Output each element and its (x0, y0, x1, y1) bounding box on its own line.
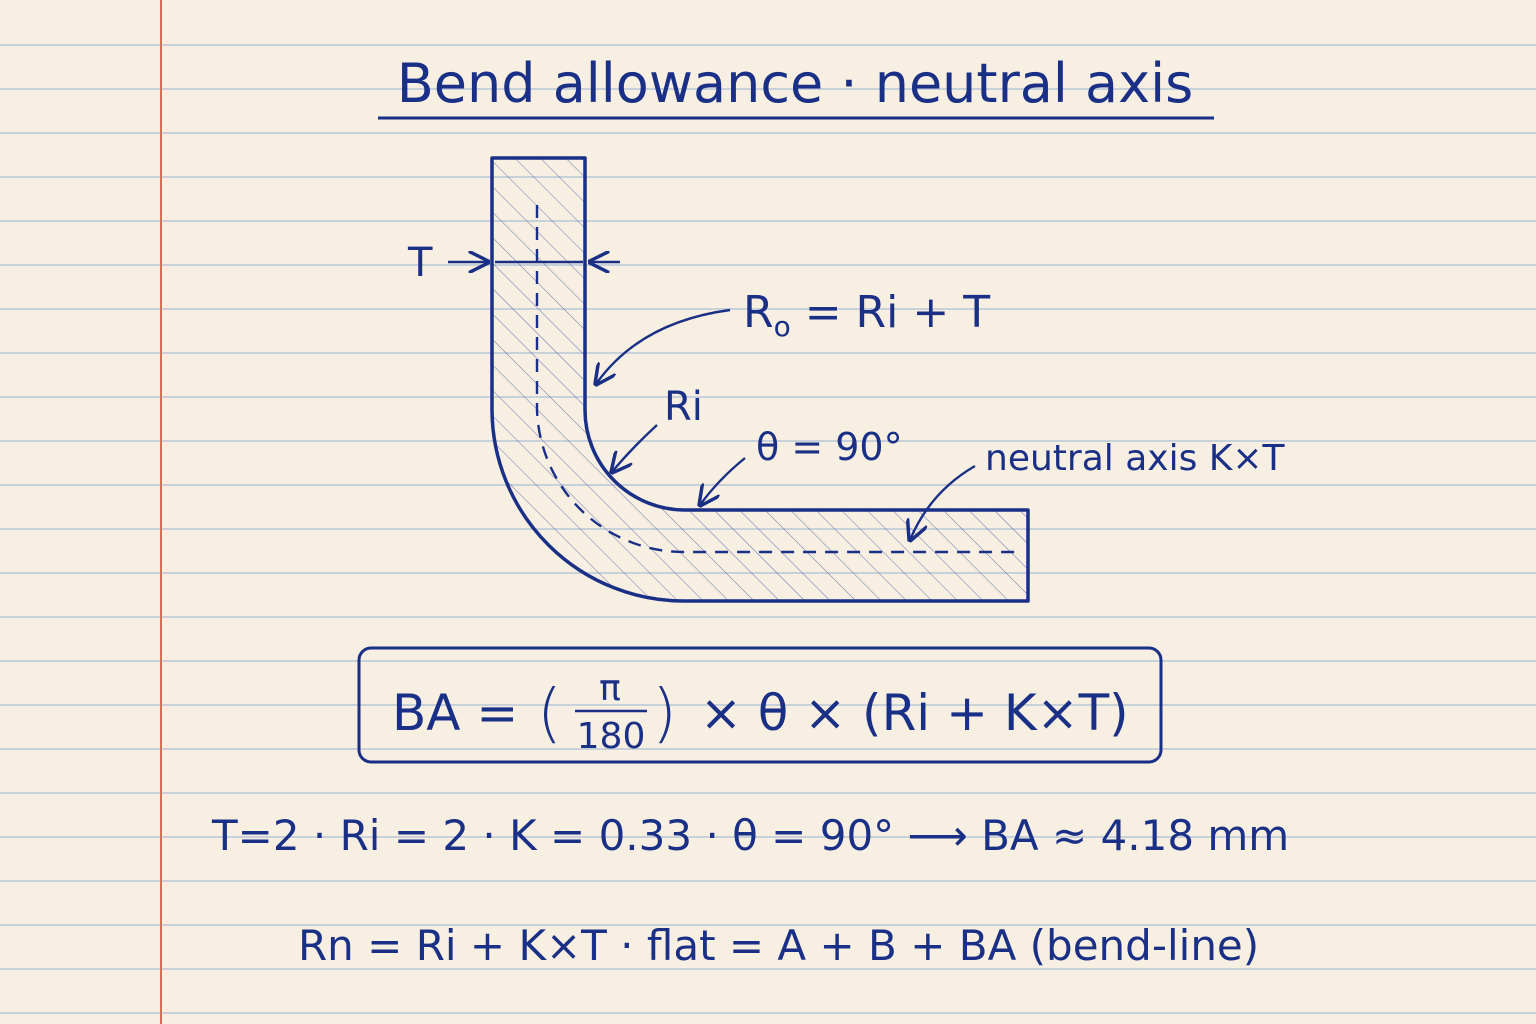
neutral-axis-label: neutral axis K×T (985, 438, 1286, 479)
formula-box (357, 646, 1163, 764)
formula-paren-close: ) (652, 677, 677, 751)
neutral-axis-line (535, 205, 1022, 554)
formula-lhs: BA = (392, 684, 518, 742)
neutral-axis-leader (910, 464, 976, 540)
outer-radius-leader (596, 308, 731, 384)
thickness-label: T (407, 240, 433, 286)
example-calculation: T=2 · Ri = 2 · K = 0.33 · θ = 90° ⟶ BA ≈… (211, 811, 1289, 860)
formula-paren-open: ( (537, 677, 562, 751)
angle-label: θ = 90° (756, 425, 903, 469)
outer-radius-label: Ro = Ri + T (743, 287, 990, 343)
ruled-lines (0, 44, 1536, 1014)
bent-plate (490, 156, 1030, 603)
formula-rest: × θ × (Ri + K×T) (700, 684, 1129, 742)
page-title: Bend allowance · neutral axis (397, 52, 1193, 115)
inner-radius-label: Ri (664, 384, 703, 430)
formula-denominator: 180 (577, 716, 646, 757)
angle-leader (700, 457, 746, 505)
summary-formula: Rn = Ri + K×T · flat = A + B + BA (bend-… (298, 921, 1259, 970)
formula-numerator: π (599, 668, 621, 709)
bend-allowance-formula: BA = ( π 180 ) × θ × (Ri + K×T) (392, 668, 1129, 757)
inner-radius-leader (612, 424, 658, 472)
